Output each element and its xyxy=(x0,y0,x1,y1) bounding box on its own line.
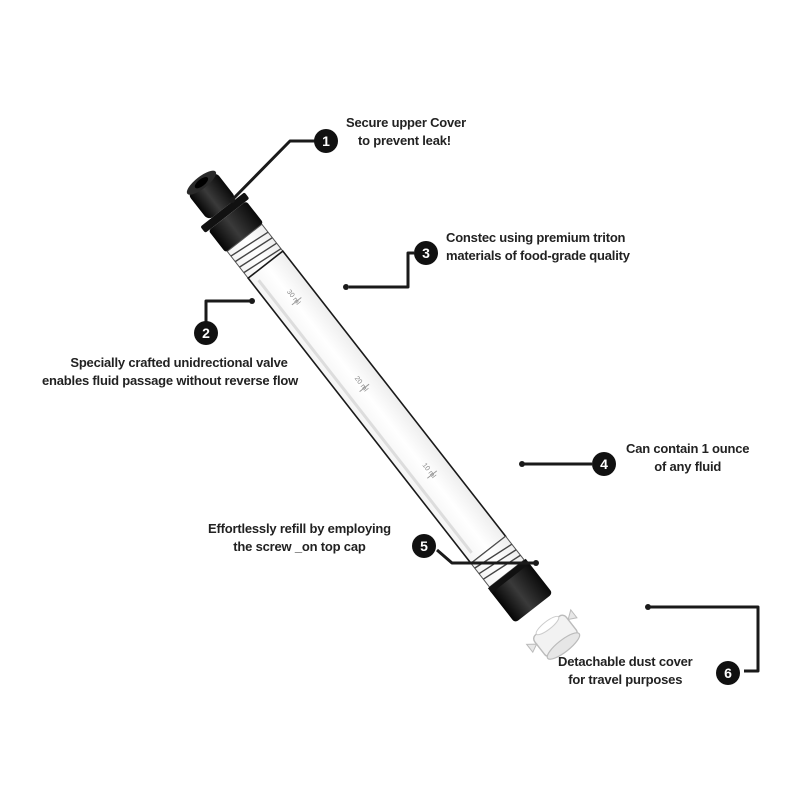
svg-text:6: 6 xyxy=(724,665,732,681)
callout-6-line-2: for travel purposes xyxy=(568,672,683,687)
callout-text-5: Effortlessly refill by employing the scr… xyxy=(208,520,391,556)
svg-text:4: 4 xyxy=(600,456,608,472)
callout-text-6: Detachable dust cover for travel purpose… xyxy=(558,653,693,689)
svg-text:5: 5 xyxy=(420,538,428,554)
svg-text:3: 3 xyxy=(422,245,430,261)
leader-line-3 xyxy=(349,251,414,289)
callout-1-line-1: Secure upper Cover xyxy=(346,115,466,130)
callout-4-line-1: Can contain 1 ounce xyxy=(626,441,750,456)
callout-5-line-1: Effortlessly refill by employing xyxy=(208,521,391,536)
callout-badge-5: 5 xyxy=(412,534,436,558)
leader-line-5 xyxy=(436,548,536,565)
callout-6-line-1: Detachable dust cover xyxy=(558,654,693,669)
svg-text:2: 2 xyxy=(202,325,210,341)
glass-body: 30 ml 20 ml 10 ml xyxy=(247,249,507,565)
leader-lines xyxy=(204,139,760,673)
callout-badge-6: 6 xyxy=(716,661,740,685)
atomizer-tube: 30 ml 20 ml 10 ml xyxy=(186,170,581,660)
dust-cover xyxy=(525,608,581,660)
screw-cap xyxy=(487,558,552,622)
leader-line-1 xyxy=(230,139,326,202)
upper-cover xyxy=(186,170,263,252)
callout-5-line-2: the screw _on top cap xyxy=(233,539,366,554)
callout-3-line-1: Constec using premium triton xyxy=(446,230,626,245)
svg-text:1: 1 xyxy=(322,133,330,149)
callout-text-4: Can contain 1 ounce of any fluid xyxy=(626,440,750,476)
leader-line-6 xyxy=(648,605,760,673)
callout-badge-1: 1 xyxy=(314,129,338,153)
leader-end-dots xyxy=(229,197,651,610)
callout-1-line-2: to prevent leak! xyxy=(358,133,451,148)
leader-line-2 xyxy=(204,299,252,322)
callout-badge-3: 3 xyxy=(414,241,438,265)
callout-2-line-1: Specially crafted unidrectional valve xyxy=(70,355,288,370)
callout-4-line-2: of any fluid xyxy=(654,459,722,474)
callout-badge-4: 4 xyxy=(592,452,616,476)
callout-text-3: Constec using premium triton materials o… xyxy=(446,229,630,265)
top-thread xyxy=(226,223,284,279)
callout-text-2: Specially crafted unidrectional valve en… xyxy=(42,354,298,390)
callout-3-line-2: materials of food-grade quality xyxy=(446,248,630,263)
callout-badge-2: 2 xyxy=(194,321,218,345)
callout-text-1: Secure upper Cover to prevent leak! xyxy=(346,114,466,150)
callout-2-line-2: enables fluid passage without reverse fl… xyxy=(42,373,299,388)
